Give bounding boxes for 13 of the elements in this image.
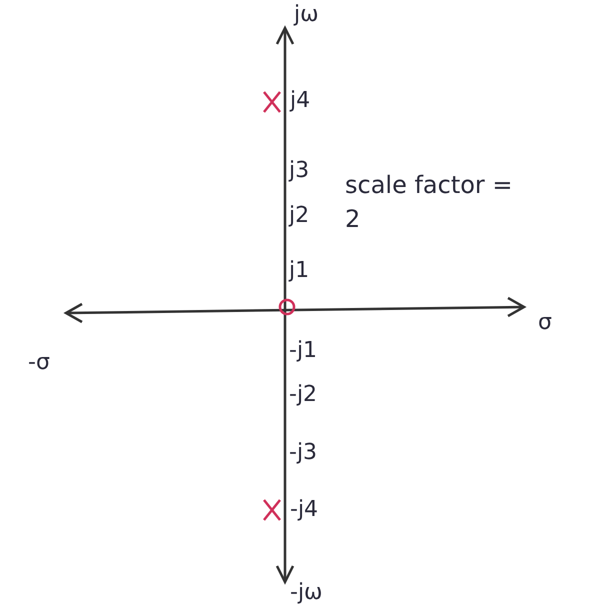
tick-label: -j1 <box>289 338 318 364</box>
tick-label: -j4 <box>290 497 318 523</box>
axis-label: σ <box>538 310 552 336</box>
axis-label: -jω <box>290 580 322 606</box>
tick-label: j3 <box>289 158 310 184</box>
tick-label: -j2 <box>289 382 318 408</box>
tick-label: j4 <box>290 88 310 114</box>
tick-label: j1 <box>289 258 310 284</box>
tick-label: j2 <box>289 203 310 229</box>
axis-label: -σ <box>28 350 50 376</box>
scale-note: scale factor = 2 <box>345 170 514 235</box>
axis-label: jω <box>294 2 319 28</box>
tick-label: -j3 <box>289 440 318 466</box>
